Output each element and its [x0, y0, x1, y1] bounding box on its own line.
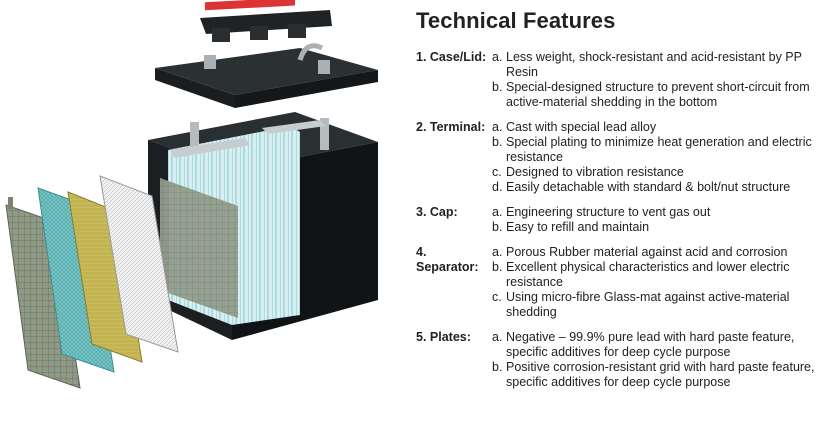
item-letter: c. — [492, 290, 502, 304]
item-letter: a. — [492, 245, 503, 259]
feature-item: c. Designed to vibration resistance — [492, 165, 826, 180]
item-text: Cast with special lead alloy — [506, 120, 657, 134]
feature-item: b.Special plating to minimize heat gener… — [492, 135, 826, 165]
item-text: Positive corrosion-resistant grid with h… — [506, 360, 815, 389]
item-letter: b. — [492, 220, 503, 234]
section-label: 2. Terminal: — [416, 120, 486, 134]
section-label: 3. Cap: — [416, 205, 458, 219]
feature-list: a.Less weight, shock-resistant and acid-… — [492, 50, 826, 110]
feature-section: 2. Terminal: a.Cast with special lead all… — [416, 120, 826, 195]
feature-item: a.Cast with special lead alloy — [492, 120, 826, 135]
item-text: Special-designed structure to prevent sh… — [506, 80, 810, 109]
technical-features-panel: Technical Features 1. Case/Lid:a.Less we… — [416, 8, 826, 400]
item-text: Less weight, shock-resistant and acid-re… — [506, 50, 802, 79]
exploded-battery-illustration — [0, 0, 400, 425]
item-letter: d. — [492, 180, 503, 194]
item-letter: a. — [492, 120, 503, 134]
feature-item: b.Special-designed structure to prevent … — [492, 80, 826, 110]
feature-item: a.Engineering structure to vent gas out — [492, 205, 826, 220]
feature-item: a.Porous Rubber material against acid an… — [492, 245, 826, 260]
item-letter: a. — [492, 50, 503, 64]
item-text: Porous Rubber material against acid and … — [506, 245, 788, 259]
feature-list: a.Negative – 99.9% pure lead with hard p… — [492, 330, 826, 390]
item-text: Special plating to minimize heat generat… — [506, 135, 812, 164]
item-letter: b. — [492, 360, 503, 374]
case-lid — [155, 43, 378, 108]
item-text: Excellent physical characteristics and l… — [506, 260, 790, 289]
feature-section: 4. Separator: a.Porous Rubber material ag… — [416, 245, 826, 320]
feature-section: 3. Cap: a.Engineering structure to vent g… — [416, 205, 826, 235]
plate-positive — [99, 175, 179, 353]
page-title: Technical Features — [416, 8, 616, 33]
feature-section: 1. Case/Lid: a.Less weight, shock-resista… — [416, 50, 826, 110]
feature-item: a.Less weight, shock-resistant and acid-… — [492, 50, 826, 80]
feature-item: a.Negative – 99.9% pure lead with hard p… — [492, 330, 826, 360]
battery-case — [148, 112, 378, 340]
feature-sections: 1. Case/Lid:a.Less weight, shock-resista… — [416, 50, 826, 390]
feature-item: b.Excellent physical characteristics and… — [492, 260, 826, 290]
exploded-battery-icon — [5, 0, 378, 389]
item-letter: c. — [492, 165, 502, 179]
item-letter: b. — [492, 260, 503, 274]
feature-item: b.Easy to refill and maintain — [492, 220, 826, 235]
section-label: 1. Case/Lid: — [416, 50, 487, 64]
feature-section: 5. Plates: a.Negative – 99.9% pure lead w… — [416, 330, 826, 390]
item-text: Easily detachable with standard & bolt/n… — [506, 180, 791, 194]
item-text: Easy to refill and maintain — [506, 220, 650, 234]
feature-list: a.Porous Rubber material against acid an… — [492, 245, 826, 320]
item-letter: b. — [492, 135, 503, 149]
section-label: 4. Separator: — [416, 245, 479, 274]
item-letter: a. — [492, 205, 503, 219]
feature-item: b.Positive corrosion-resistant grid with… — [492, 360, 826, 390]
item-text: Designed to vibration resistance — [506, 165, 684, 179]
item-letter: a. — [492, 330, 503, 344]
section-label: 5. Plates: — [416, 330, 471, 344]
item-letter: b. — [492, 80, 503, 94]
feature-item: c. Using micro-fibre Glass-mat against ac… — [492, 290, 826, 320]
item-text: Using micro-fibre Glass-mat against acti… — [506, 290, 790, 319]
feature-item: d.Easily detachable with standard & bolt… — [492, 180, 826, 195]
item-text: Engineering structure to vent gas out — [506, 205, 711, 219]
cap-piece — [200, 0, 332, 42]
item-text: Negative – 99.9% pure lead with hard pas… — [506, 330, 795, 359]
